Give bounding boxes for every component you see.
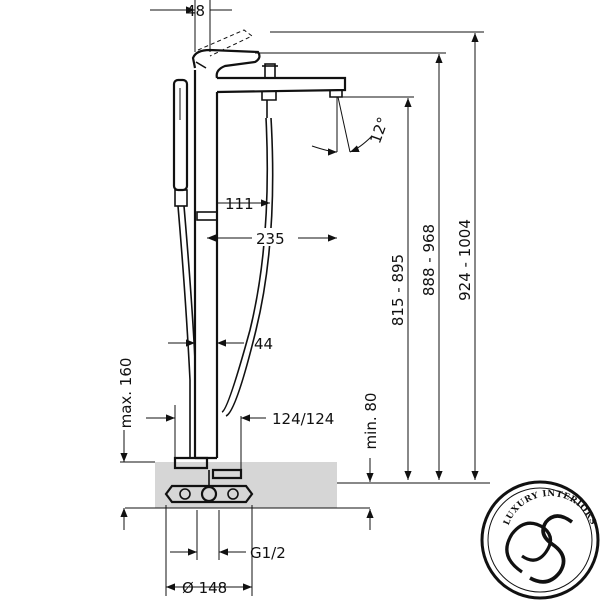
dim-124-124: 124/124 [272,410,334,428]
dim-235: 235 [256,230,285,248]
dim-924-1004: 924 - 1004 [456,219,474,301]
faucet-body [173,29,347,480]
dim-max-160: max. 160 [117,358,135,429]
dim-12-degrees: 12° [366,115,392,146]
dim-diameter-148: Ø 148 [182,579,227,597]
dim-48: 48 [186,2,205,20]
shower-hose [221,117,274,417]
dim-44: 44 [254,335,273,353]
dim-111: 111 [225,195,254,213]
dim-888-968: 888 - 968 [420,224,438,296]
dim-815-895: 815 - 895 [389,254,407,326]
dim-min-80: min. 80 [362,393,380,450]
floor-connection [164,470,254,504]
dim-g-half: G1/2 [250,544,286,562]
luxury-interiors-logo: LUXURY INTERIORS [480,480,600,600]
